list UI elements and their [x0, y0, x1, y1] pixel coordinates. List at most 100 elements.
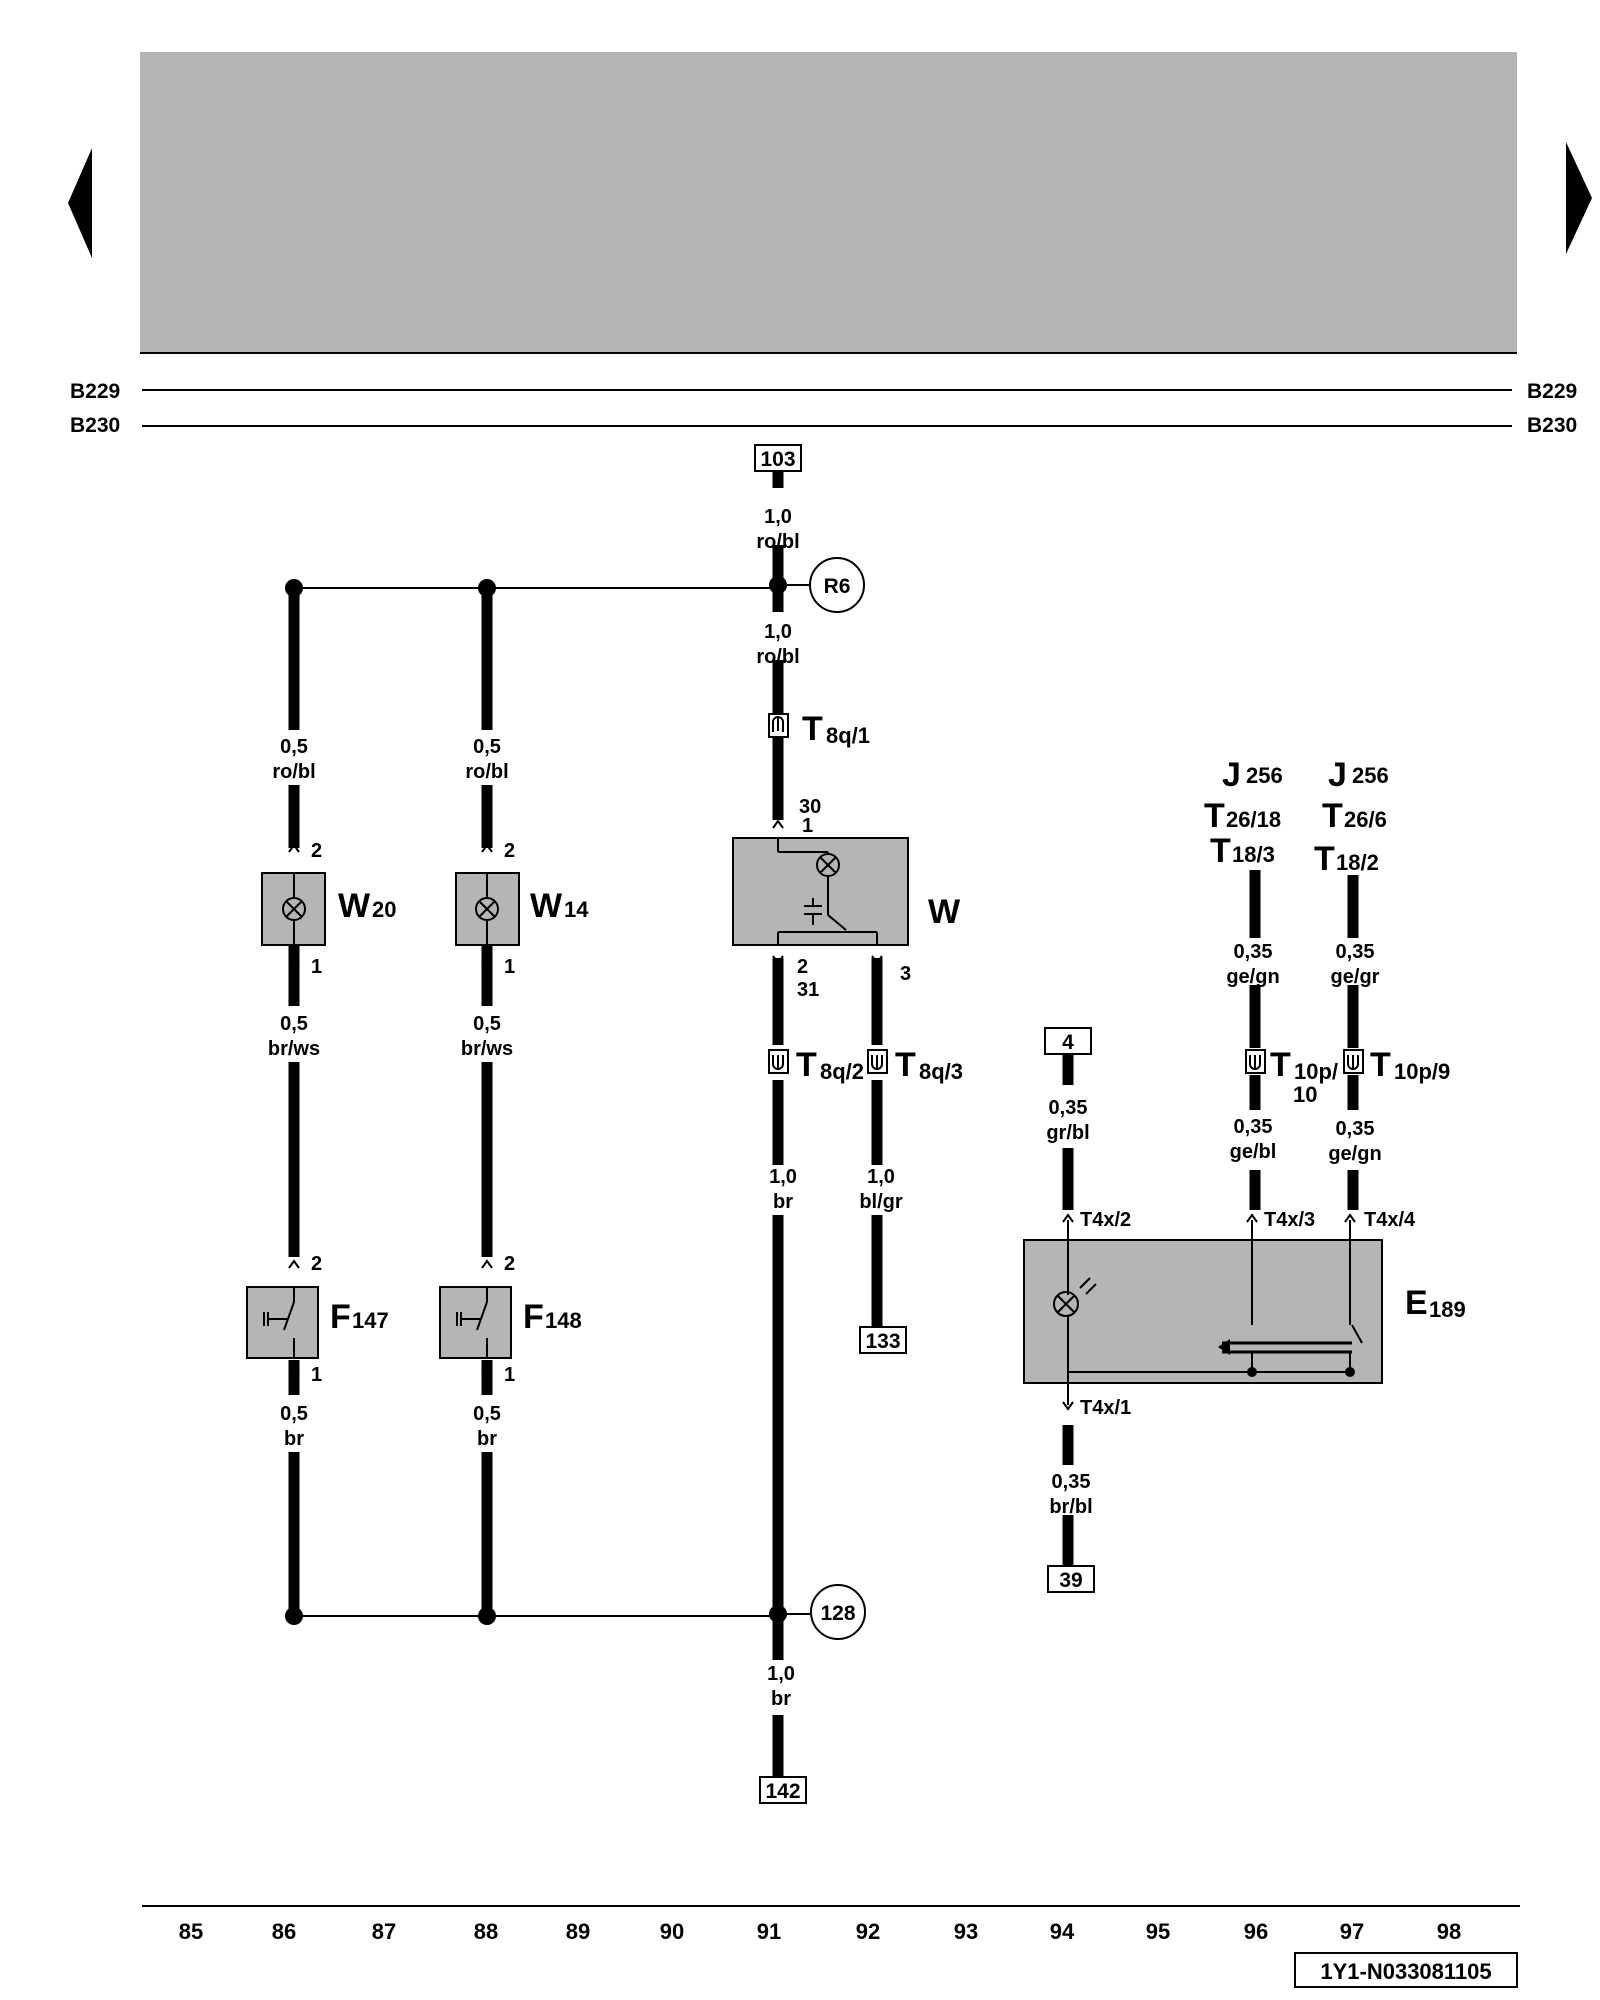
ref-133-box[interactable]: 133: [859, 1326, 907, 1354]
prev-page-arrow-icon[interactable]: [68, 148, 92, 258]
column-number: 97: [1340, 1919, 1364, 1944]
wire-label-size: 0,35: [1336, 1118, 1375, 1140]
component-f148-letter: F: [523, 1298, 544, 1336]
component-f147-num: 147: [352, 1308, 389, 1333]
next-page-arrow-icon[interactable]: [1566, 142, 1592, 254]
wire-label-color: br/ws: [461, 1038, 513, 1060]
wire-label-color: br: [771, 1688, 791, 1710]
wire-label-size: 0,5: [473, 1403, 501, 1425]
component-w14-letter: W: [530, 887, 563, 925]
j256a-sub: 256: [1246, 763, 1283, 788]
wire-label-size: 0,35: [1049, 1097, 1088, 1119]
t183-letter: T: [1210, 832, 1231, 870]
wire-label-color: gr/bl: [1046, 1122, 1089, 1144]
ref-39-label: 39: [1059, 1569, 1082, 1592]
component-f148: F 148 2 1: [439, 1253, 582, 1386]
wire-label-color: br: [773, 1191, 793, 1213]
wire-label-size: 1,0: [769, 1166, 797, 1188]
pin-label: 2: [504, 1253, 515, 1275]
column-number: 91: [757, 1919, 781, 1944]
junction-dot: [769, 1605, 787, 1623]
pin-label: 1: [311, 956, 322, 978]
pin-label: 3: [900, 963, 911, 985]
wire-label-size: 0,35: [1336, 941, 1375, 963]
component-w20-num: 20: [372, 897, 396, 922]
node-r6-label: R6: [824, 575, 851, 598]
column-number: 95: [1146, 1919, 1170, 1944]
component-f147: F 147 2 1: [246, 1253, 389, 1386]
connector-t8q3-letter: T: [895, 1046, 916, 1084]
connector-t10p10-extra: 10: [1293, 1082, 1317, 1107]
ref-142-box[interactable]: 142: [759, 1776, 807, 1804]
header-band: [140, 52, 1517, 352]
column-number: 89: [566, 1919, 590, 1944]
pin-label: 1: [802, 815, 813, 837]
component-w14: W 14 2 1: [455, 840, 589, 978]
rail-b230-label-left: B230: [70, 414, 120, 437]
t183-sub: 18/3: [1232, 842, 1275, 867]
node-r6: [809, 557, 865, 613]
pin-label: T4x/3: [1264, 1209, 1315, 1231]
junction-dot: [478, 1607, 496, 1625]
column-number: 94: [1050, 1919, 1075, 1944]
junction-dot: [478, 579, 496, 597]
connector-t10p9-letter: T: [1370, 1046, 1391, 1084]
wire-label-color: bl/gr: [859, 1191, 903, 1213]
ref-142-label: 142: [765, 1780, 800, 1803]
connector-t8q1: T 8q/1: [768, 710, 870, 748]
j256b-sub: 256: [1352, 763, 1389, 788]
component-w: W 30 1 2 31 3: [732, 796, 961, 1001]
connector-t10p10-letter: T: [1270, 1046, 1291, 1084]
t266-sub: 26/6: [1344, 807, 1387, 832]
wire-label-color: ge/gn: [1226, 966, 1279, 988]
wire-label-color: ro/bl: [756, 531, 799, 553]
pin-label: 1: [311, 1364, 322, 1386]
column-number: 90: [660, 1919, 684, 1944]
pin-label: 2: [797, 956, 808, 978]
component-f147-letter: F: [330, 1298, 351, 1336]
node-128: [810, 1584, 866, 1640]
pin-arrow-icons: [288, 819, 1356, 1411]
column-number: 92: [856, 1919, 880, 1944]
connector-t8q3: T 8q/3: [867, 1046, 963, 1084]
document-id: 1Y1-N033081105: [1320, 1959, 1491, 1984]
connector-t10p10-sub: 10p/: [1294, 1059, 1338, 1084]
pin-label: 1: [504, 956, 515, 978]
wire-label-size: 1,0: [764, 506, 792, 528]
wire-label-color: ge/bl: [1230, 1141, 1277, 1163]
ref-39-box[interactable]: 39: [1047, 1565, 1095, 1593]
column-number: 87: [372, 1919, 396, 1944]
connector-t8q1-letter: T: [802, 710, 823, 748]
rail-b229-label-right: B229: [1527, 380, 1577, 403]
wire-label-color: ro/bl: [756, 646, 799, 668]
wire-label-size: 1,0: [767, 1663, 795, 1685]
t182-sub: 18/2: [1336, 850, 1379, 875]
wire-label-color: ge/gr: [1331, 966, 1380, 988]
ref-103-box[interactable]: 103: [754, 444, 802, 472]
junction-dot: [769, 576, 787, 594]
ref-133-label: 133: [865, 1330, 900, 1353]
component-f148-num: 148: [545, 1308, 582, 1333]
wire-label-color: br/bl: [1049, 1496, 1092, 1518]
wire-label-size: 0,35: [1234, 941, 1273, 963]
node-128-label: 128: [820, 1602, 855, 1625]
column-number: 93: [954, 1919, 978, 1944]
column-number: 96: [1244, 1919, 1268, 1944]
wire-label-size: 0,35: [1052, 1471, 1091, 1493]
column-number: 88: [474, 1919, 498, 1944]
component-e189-letter: E: [1405, 1284, 1428, 1322]
t182-letter: T: [1314, 840, 1335, 878]
wire-label-size: 0,5: [280, 1013, 308, 1035]
wire-label-color: ro/bl: [272, 761, 315, 783]
pin-label: T4x/2: [1080, 1209, 1131, 1231]
connector-t10p9-sub: 10p/9: [1394, 1059, 1450, 1084]
ref-4-box[interactable]: 4: [1044, 1027, 1092, 1055]
component-w14-num: 14: [564, 897, 589, 922]
connector-t8q2: T 8q/2: [768, 1046, 864, 1084]
wire-label-size: 0,5: [473, 1013, 501, 1035]
column-number: 85: [179, 1919, 203, 1944]
connector-t8q3-sub: 8q/3: [919, 1059, 963, 1084]
column-number: 86: [272, 1919, 296, 1944]
